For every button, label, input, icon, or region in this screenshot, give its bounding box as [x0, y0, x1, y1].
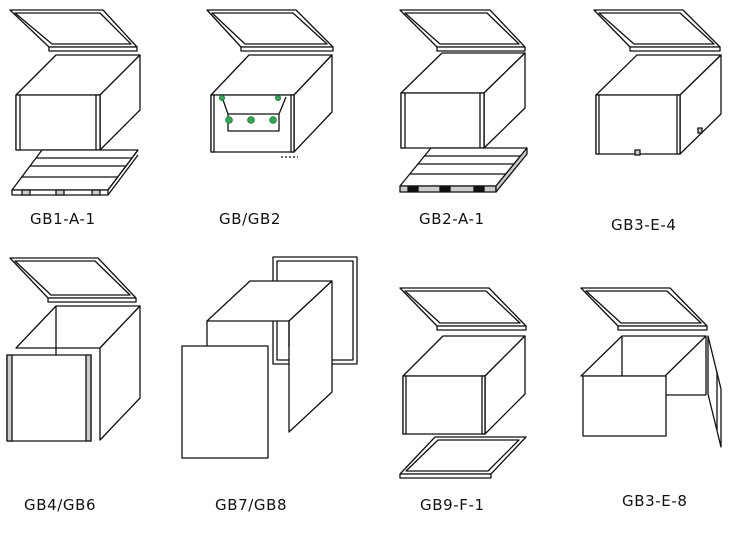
- lid: [593, 9, 721, 52]
- lid: [399, 9, 526, 52]
- bottom-tray: [399, 436, 527, 479]
- front-panel: [6, 354, 92, 442]
- label-gb3-e-4: GB3-E-4: [611, 216, 677, 234]
- box: [595, 54, 722, 156]
- lid: [580, 287, 708, 331]
- fastener-dots: [218, 95, 281, 124]
- crate-gb3-e-8: [580, 287, 722, 448]
- pallet: [399, 147, 528, 193]
- label-gb4-gb6: GB4/GB6: [24, 496, 97, 514]
- crate-gb3-e-4: [593, 9, 722, 156]
- crate-gb2-a-1: [399, 9, 528, 193]
- box: [206, 280, 333, 433]
- box: [400, 52, 526, 149]
- label-gb7-gb8: GB7/GB8: [215, 496, 288, 514]
- box: [15, 54, 141, 151]
- pallet: [11, 149, 139, 196]
- label-gb1-a-1: GB1-A-1: [30, 210, 96, 228]
- crate-gb1-a-1: [9, 9, 141, 196]
- label-gb9-f-1: GB9-F-1: [420, 496, 485, 514]
- crate-gb4-gb6: [6, 257, 141, 442]
- crate-gb-gb2: [206, 9, 334, 158]
- side-door: [707, 335, 722, 448]
- front-panel: [181, 345, 269, 459]
- lid: [9, 257, 137, 303]
- box: [15, 305, 141, 441]
- label-gb-gb2: GB/GB2: [219, 210, 282, 228]
- lid: [9, 9, 138, 52]
- lid: [399, 287, 527, 331]
- crate-gb9-f-1: [399, 287, 527, 479]
- lid: [206, 9, 334, 52]
- box: [402, 335, 526, 435]
- front-panel: [582, 375, 667, 437]
- label-gb3-e-8: GB3-E-8: [622, 492, 688, 510]
- box: [210, 54, 333, 158]
- crate-gb7-gb8: [181, 256, 358, 459]
- label-gb2-a-1: GB2-A-1: [419, 210, 485, 228]
